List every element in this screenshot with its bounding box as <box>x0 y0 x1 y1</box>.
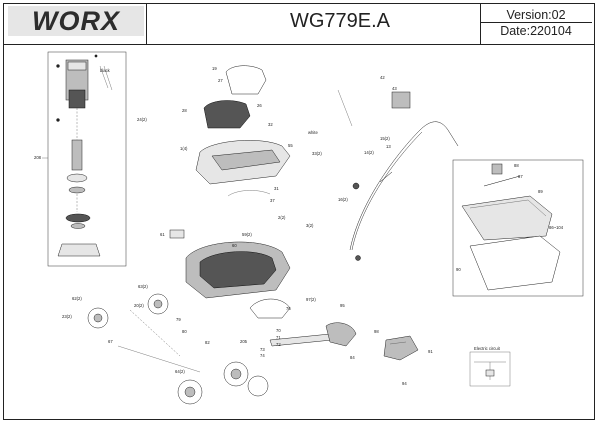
callout-label: 97(2) <box>306 297 316 302</box>
callout-label: 14(2) <box>364 150 374 155</box>
callout-label: 88 <box>514 163 519 168</box>
handle-assembly <box>337 89 459 261</box>
callout-label: 63(2) <box>138 284 148 289</box>
version-label: Version:02 <box>506 8 566 22</box>
callout-label: 19 <box>212 66 217 71</box>
motor-assembly <box>42 51 127 267</box>
callout-label: 31 <box>274 186 279 191</box>
callout-label: 26 <box>257 103 262 108</box>
title-divider <box>480 3 481 45</box>
callout-label: 55 <box>288 143 293 148</box>
callout-label: 80 <box>182 329 187 334</box>
grass-bag-assembly <box>452 159 584 297</box>
callout-label: 37 <box>270 198 275 203</box>
title-divider <box>146 3 147 45</box>
callout-label: 87 <box>518 174 523 179</box>
callout-label: 28 <box>182 108 187 113</box>
callout-label: 64(2) <box>175 369 185 374</box>
model-number: WG779E.A <box>289 10 391 32</box>
date-label: Date:220104 <box>500 24 572 38</box>
callout-label: 16(2) <box>338 197 348 202</box>
callout-label: 33(2) <box>312 151 322 156</box>
callout-label: 32 <box>268 122 273 127</box>
electric-circuit-inset <box>469 351 511 387</box>
deck-assembly <box>169 65 291 299</box>
callout-label: 98 <box>374 329 379 334</box>
callout-label: 84 <box>350 355 355 360</box>
callout-label: 2(2) <box>278 215 286 220</box>
callout-label: white <box>308 130 318 135</box>
callout-label: 24(2) <box>137 117 147 122</box>
wheel-set <box>87 293 269 405</box>
callout-label: 23(2) <box>62 314 72 319</box>
callout-label: 73 <box>260 347 265 352</box>
callout-label: 90 <box>456 267 461 272</box>
callout-label: Electric circuit <box>474 346 501 351</box>
callout-label: 71 <box>276 335 281 340</box>
callout-label: 61 <box>160 232 165 237</box>
callout-label: 67 <box>108 339 113 344</box>
callout-label: 76 <box>286 306 291 311</box>
callout-label: 1(4) <box>180 146 188 151</box>
callout-label: 20(2) <box>134 303 144 308</box>
callout-label: 208 <box>34 155 42 160</box>
callout-label: 60 <box>232 243 237 248</box>
callout-label: 72 <box>276 342 281 347</box>
callout-label: 79 <box>176 317 181 322</box>
callout-label: 43 <box>392 86 397 91</box>
callout-label: 70 <box>276 328 281 333</box>
drawing-frame <box>3 3 595 420</box>
callout-labels: 28 19 27 26 24(2) 32 1(4) 55 31 37 2(2) … <box>34 66 564 386</box>
title-block <box>3 3 595 45</box>
callout-label: 82 <box>205 340 210 345</box>
version-divider <box>481 22 592 23</box>
brand-logo-text: WORX <box>32 6 120 36</box>
blade-assembly <box>249 298 419 361</box>
callout-label: 89 <box>538 189 543 194</box>
callout-label: 42 <box>380 75 385 80</box>
callout-label: 13 <box>386 144 391 149</box>
callout-label: 59(2) <box>242 232 252 237</box>
callout-label: black <box>100 68 111 73</box>
callout-label: 86~104 <box>549 225 564 230</box>
callout-label: 15(2) <box>380 136 390 141</box>
callout-label: 27 <box>218 78 223 83</box>
callout-label: 74 <box>260 353 265 358</box>
callout-label: 94 <box>402 381 407 386</box>
callout-label: 62(2) <box>72 296 82 301</box>
brand-logo: WORX <box>8 6 144 36</box>
callout-label: 205 <box>240 339 248 344</box>
callout-label: 3(2) <box>306 223 314 228</box>
callout-label: 91 <box>428 349 433 354</box>
callout-label: 95 <box>340 303 345 308</box>
